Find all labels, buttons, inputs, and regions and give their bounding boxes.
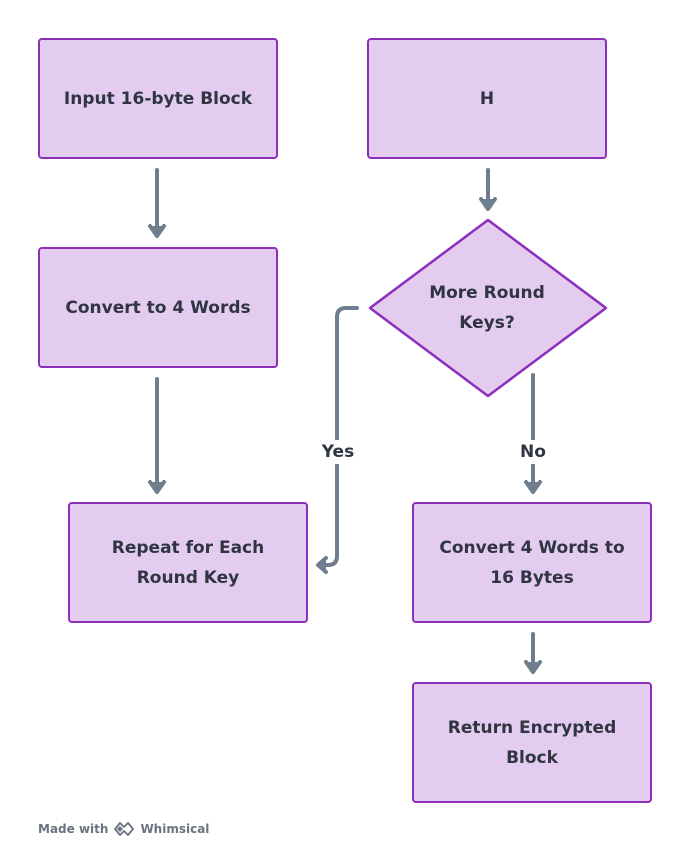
node-return-block-label: Return Encrypted Block	[447, 717, 617, 768]
node-h: H	[367, 38, 607, 159]
whimsical-brand-label: Whimsical	[140, 822, 210, 836]
arrowhead-yes	[316, 556, 328, 574]
decision-diamond	[368, 218, 608, 398]
node-repeat: Repeat for Each Round Key	[68, 502, 308, 623]
node-input-block-label: Input 16-byte Block	[63, 88, 253, 109]
node-h-label: H	[479, 88, 495, 109]
decision-label: More Round Keys?	[429, 283, 545, 333]
node-return-block: Return Encrypted Block	[412, 682, 652, 803]
node-input-block: Input 16-byte Block	[38, 38, 278, 159]
whimsical-logo-icon	[114, 822, 135, 836]
node-convert-bytes: Convert 4 Words to 16 Bytes	[412, 502, 652, 623]
made-with-label: Made with	[38, 822, 109, 836]
arrowhead-3	[479, 197, 497, 211]
arrowhead-1	[148, 224, 166, 238]
arrowhead-5	[524, 660, 542, 674]
edge-yes	[322, 306, 359, 567]
node-convert-words-label: Convert to 4 Words	[65, 297, 251, 318]
made-with-whimsical-badge[interactable]: Made with Whimsical	[38, 821, 209, 837]
node-convert-words: Convert to 4 Words	[38, 247, 278, 368]
edge-label-yes: Yes	[318, 440, 358, 464]
edge-label-no: No	[515, 440, 551, 464]
node-convert-bytes-label: Convert 4 Words to 16 Bytes	[439, 537, 625, 588]
node-repeat-label: Repeat for Each Round Key	[111, 537, 265, 588]
arrowhead-2	[148, 480, 166, 494]
arrowhead-no	[524, 480, 542, 494]
